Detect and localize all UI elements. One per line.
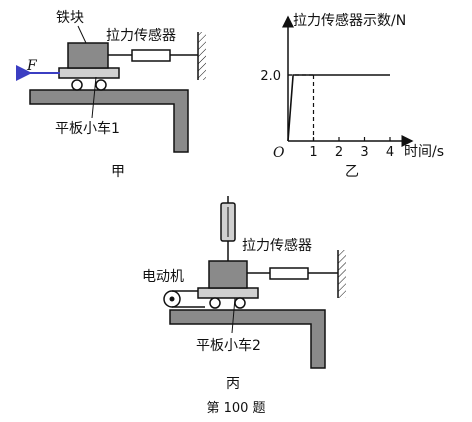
x-axis-label: 时间/s <box>404 144 444 160</box>
label-sensor-bing: 拉力传感器 <box>242 237 312 254</box>
x-tick-label-1: 1 <box>309 145 317 160</box>
motor-axle <box>169 296 175 302</box>
cart-board-bing <box>197 287 259 299</box>
table-jia <box>29 89 189 153</box>
y-tick-label-0: 2.0 <box>260 69 281 84</box>
origin-label: O <box>273 145 285 161</box>
label-sensor-jia: 拉力传感器 <box>106 27 176 44</box>
label-motor: 电动机 <box>142 269 184 285</box>
iron-block-jia <box>67 42 109 69</box>
wall-hatch-jia <box>198 32 206 80</box>
leader-iron-block <box>77 25 87 44</box>
chart-marks: 1 2 3 4 2.0 <box>260 69 394 160</box>
caption-jia: 甲 <box>111 164 125 180</box>
wall-hatch-bing <box>338 250 346 298</box>
iron-block-bing <box>208 260 248 289</box>
series-line-0 <box>287 74 390 142</box>
cart-board-jia <box>58 67 120 79</box>
figure-yi-chart: 拉力传感器示数/N 时间/s O 1 2 3 4 2.0 乙 <box>260 12 444 180</box>
y-axis-label: 拉力传感器示数/N <box>293 12 406 29</box>
leader-cart-bing <box>231 297 236 334</box>
caption-yi: 乙 <box>345 164 359 180</box>
caption-bing: 丙 <box>226 376 240 392</box>
x-tick-label-2: 2 <box>335 145 343 160</box>
label-iron-block: 铁块 <box>56 10 84 26</box>
wheel-right-bing <box>234 297 246 309</box>
wheel-left-jia <box>71 79 83 91</box>
label-force: F <box>26 58 38 74</box>
label-cart-jia: 平板小车1 <box>55 120 120 137</box>
table-bing <box>169 309 326 369</box>
x-tick-label-3: 3 <box>360 145 368 160</box>
figure-bing: 拉力传感器 电动机 平板小车2 丙 <box>142 196 346 392</box>
wheel-left-bing <box>209 297 221 309</box>
tension-sensor-bing <box>269 267 309 280</box>
x-tick-label-4: 4 <box>386 145 394 160</box>
figure-jia: 铁块 拉力传感器 F 平板小车1 甲 <box>15 10 206 180</box>
leader-cart-jia <box>91 76 97 119</box>
label-cart-bing: 平板小车2 <box>196 337 261 354</box>
problem-label: 第 100 题 <box>206 401 265 416</box>
tension-sensor-jia <box>131 49 171 62</box>
wheel-right-jia <box>95 79 107 91</box>
